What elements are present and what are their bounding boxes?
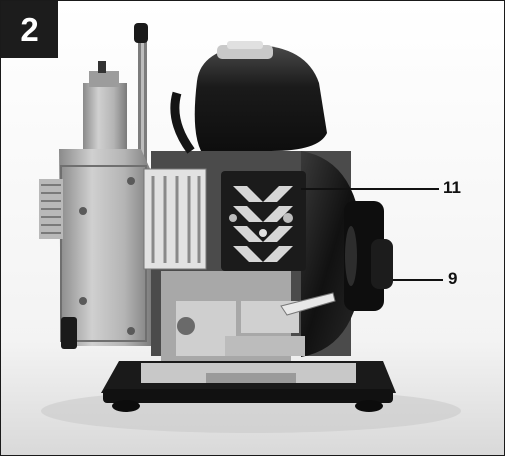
callout-leader-line-9: [393, 279, 443, 281]
callout-label-11: 11: [443, 178, 461, 197]
callout-leader-line-11: [301, 188, 439, 190]
figure-number-badge: 2: [1, 1, 58, 58]
callout-label-9: 9: [448, 269, 458, 288]
